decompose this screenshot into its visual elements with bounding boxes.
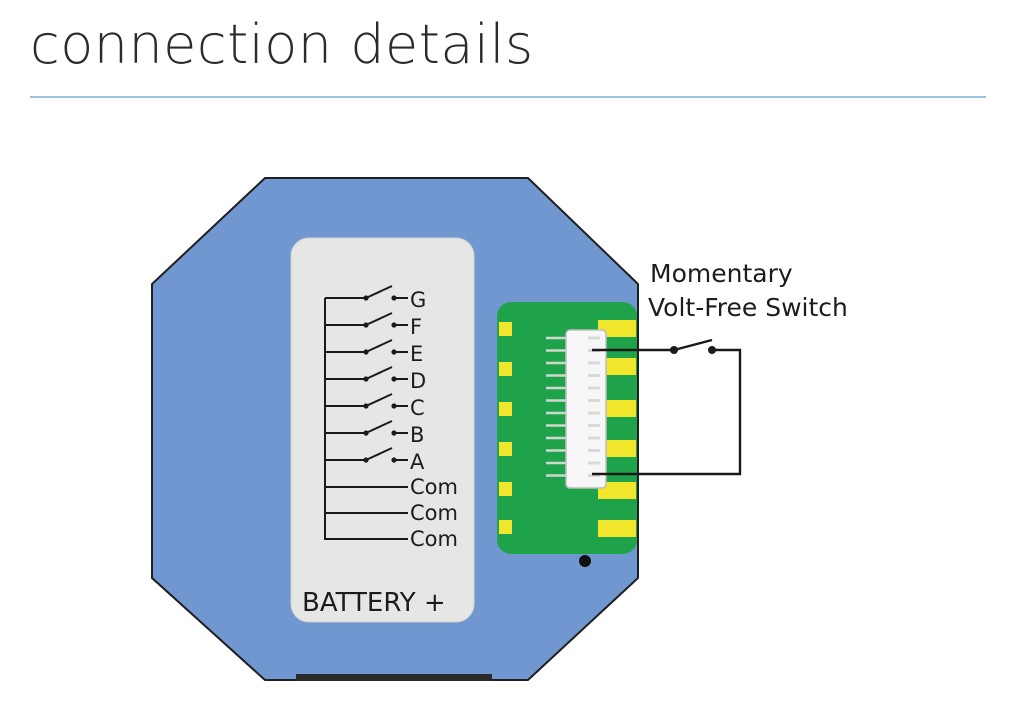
connector-slot <box>588 386 600 390</box>
terminal-label-f: F <box>410 315 422 339</box>
switch-label-line2: Volt-Free Switch <box>648 293 848 322</box>
contact-pad <box>598 358 636 375</box>
left-contact-pads <box>499 322 512 534</box>
terminal-label-g: G <box>410 288 426 312</box>
terminal-label-d: D <box>410 369 426 393</box>
switch-blade <box>365 420 393 434</box>
contact-pad <box>499 362 512 376</box>
switch-blade <box>365 285 393 299</box>
connector-slot <box>588 424 600 427</box>
page-title: connection details <box>30 13 534 76</box>
contact-pad <box>598 400 636 417</box>
right-contact-pads <box>598 320 636 537</box>
terminal-label-a: A <box>410 450 425 474</box>
switch-contact-right <box>708 346 716 354</box>
switch-lever <box>673 338 713 352</box>
connector-block <box>565 329 607 489</box>
switch-blade <box>365 366 393 380</box>
contact-pad <box>499 442 512 456</box>
terminal-label-com-1: Com <box>410 475 458 499</box>
connector-slot <box>588 336 600 340</box>
terminal-label-b: B <box>410 423 424 447</box>
terminal-labels: G F E D C B A Com Com Com <box>410 288 458 551</box>
terminal-switch-rows <box>325 285 408 540</box>
housing-base-edge <box>296 674 492 681</box>
terminal-label-com-3: Com <box>410 527 458 551</box>
connector-slot <box>588 399 600 402</box>
connector-slot <box>588 411 600 415</box>
switch-blade <box>365 312 393 326</box>
terminal-label-c: C <box>410 396 425 420</box>
terminal-label-e: E <box>410 342 423 366</box>
connector-slot <box>588 361 600 365</box>
contact-pad <box>499 402 512 416</box>
contact-pad <box>598 440 636 457</box>
momentary-switch-wiring <box>592 338 742 476</box>
switch-wire-return <box>592 348 742 476</box>
mounting-dot <box>579 555 591 567</box>
terminal-label-com-2: Com <box>410 501 458 525</box>
switch-contact-left <box>670 346 678 354</box>
contact-pad <box>598 520 636 537</box>
title-divider <box>30 96 986 98</box>
connector-slot <box>588 474 600 477</box>
switch-blade <box>365 339 393 353</box>
switch-blade <box>365 447 393 461</box>
switch-blade <box>365 393 393 407</box>
contact-pad <box>499 482 512 496</box>
contact-pad <box>598 482 636 499</box>
connector-slot <box>588 449 600 452</box>
contact-pad <box>499 520 512 534</box>
connector-pins <box>546 336 600 477</box>
connector-slot <box>588 461 600 465</box>
terminal-label-panel <box>290 237 475 623</box>
switch-label-line1: Momentary <box>650 259 793 288</box>
contact-pad <box>598 320 636 337</box>
connector-slot <box>588 436 600 440</box>
connector-slot <box>588 374 600 377</box>
battery-label: BATTERY + <box>302 588 446 618</box>
contact-pad <box>499 322 512 336</box>
